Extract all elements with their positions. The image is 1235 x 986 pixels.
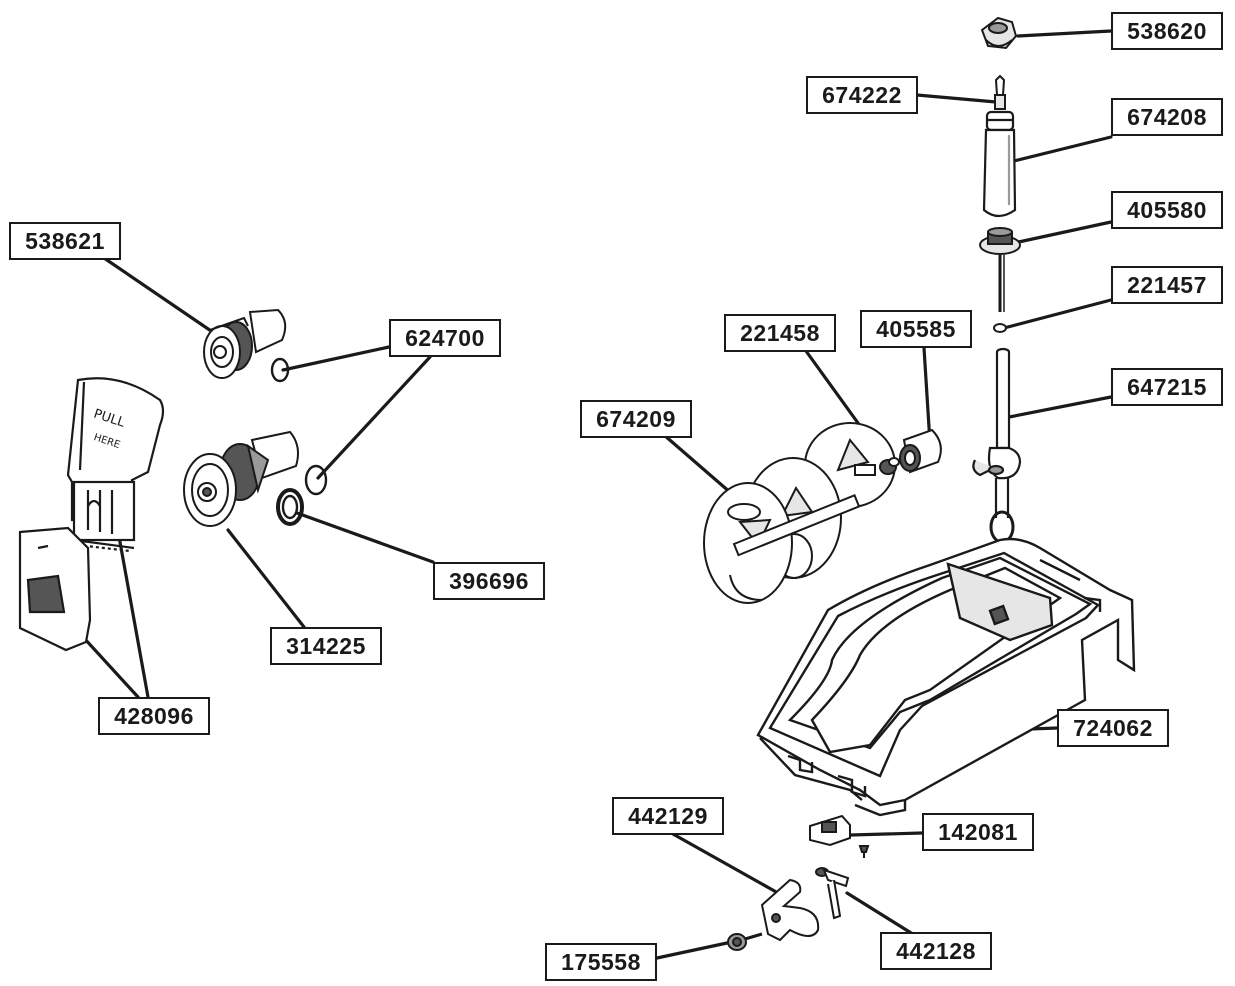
hopper-724062-drawing — [756, 537, 1136, 817]
label-624700: 624700 — [389, 319, 501, 357]
part-number: 142081 — [938, 818, 1018, 845]
leader-647215 — [1002, 395, 1113, 420]
leader-175558 — [655, 941, 729, 960]
label-405585: 405585 — [860, 310, 972, 348]
label-142081: 142081 — [922, 813, 1034, 851]
leader-221457 — [1002, 298, 1113, 330]
label-674209: 674209 — [580, 400, 692, 438]
leader-314225 — [226, 528, 306, 629]
part-number: 405580 — [1127, 196, 1207, 223]
label-221457: 221457 — [1111, 266, 1223, 304]
part-number: 674209 — [596, 405, 676, 432]
leader-624700-b — [316, 355, 432, 480]
part-number: 442128 — [896, 937, 976, 964]
part-number: 405585 — [876, 315, 956, 342]
leader-674208 — [1004, 135, 1113, 165]
part-number: 674208 — [1127, 103, 1207, 130]
part-number: 314225 — [286, 632, 366, 659]
part-number: 221458 — [740, 319, 820, 346]
label-314225: 314225 — [270, 627, 382, 665]
block-142081-drawing — [809, 814, 870, 858]
label-674208: 674208 — [1111, 98, 1223, 136]
label-428096: 428096 — [98, 697, 210, 735]
label-538620: 538620 — [1111, 12, 1223, 50]
leader-538620 — [1016, 29, 1113, 38]
hub-405585-drawing — [899, 428, 942, 474]
sprocket-314225-drawing — [183, 430, 299, 527]
part-number: 442129 — [628, 802, 708, 829]
leader-405585 — [922, 346, 932, 445]
part-number: 396696 — [449, 567, 529, 594]
leader-lines — [60, 29, 1113, 960]
sprocket-538621-drawing — [203, 308, 287, 379]
label-396696: 396696 — [433, 562, 545, 600]
pin-674222-drawing — [994, 74, 1006, 110]
auger-674209-drawing — [703, 422, 896, 604]
part-number: 428096 — [114, 702, 194, 729]
bracket-442129-drawing — [760, 878, 820, 942]
label-405580: 405580 — [1111, 191, 1223, 229]
label-647215: 647215 — [1111, 368, 1223, 406]
label-175558: 175558 — [545, 943, 657, 981]
leader-674222 — [915, 93, 998, 104]
leader-396696 — [295, 511, 435, 564]
lever-442128-drawing — [815, 867, 850, 920]
label-724062: 724062 — [1057, 709, 1169, 747]
leader-624700 — [281, 345, 391, 372]
screw-175558-drawing — [727, 932, 763, 951]
bushing-221457-drawing — [993, 323, 1007, 333]
label-221458: 221458 — [724, 314, 836, 352]
part-number: 538621 — [25, 227, 105, 254]
pull-handle-428096-drawing: PULL HERE — [18, 377, 165, 652]
leader-442129 — [671, 832, 780, 895]
gear-221458-drawing — [879, 457, 900, 475]
leader-142081 — [849, 831, 924, 837]
part-number: 674222 — [822, 81, 902, 108]
label-674222: 674222 — [806, 76, 918, 114]
part-number: 221457 — [1127, 271, 1207, 298]
label-442128: 442128 — [880, 932, 992, 970]
cap-538620-drawing — [980, 16, 1018, 50]
seal-624700-drawing — [270, 357, 328, 496]
bearing-405580-drawing — [979, 227, 1021, 312]
part-number: 538620 — [1127, 17, 1207, 44]
label-442129: 442129 — [612, 797, 724, 835]
part-number: 724062 — [1073, 714, 1153, 741]
part-number: 175558 — [561, 948, 641, 975]
part-number: 624700 — [405, 324, 485, 351]
shaft-674208-drawing — [982, 110, 1017, 218]
label-538621: 538621 — [9, 222, 121, 260]
part-number: 647215 — [1127, 373, 1207, 400]
leader-538621 — [102, 256, 219, 337]
leader-674209 — [662, 433, 741, 502]
leader-428096-a — [116, 529, 150, 699]
ring-396696-drawing — [276, 488, 304, 526]
leader-405580 — [1012, 220, 1113, 245]
